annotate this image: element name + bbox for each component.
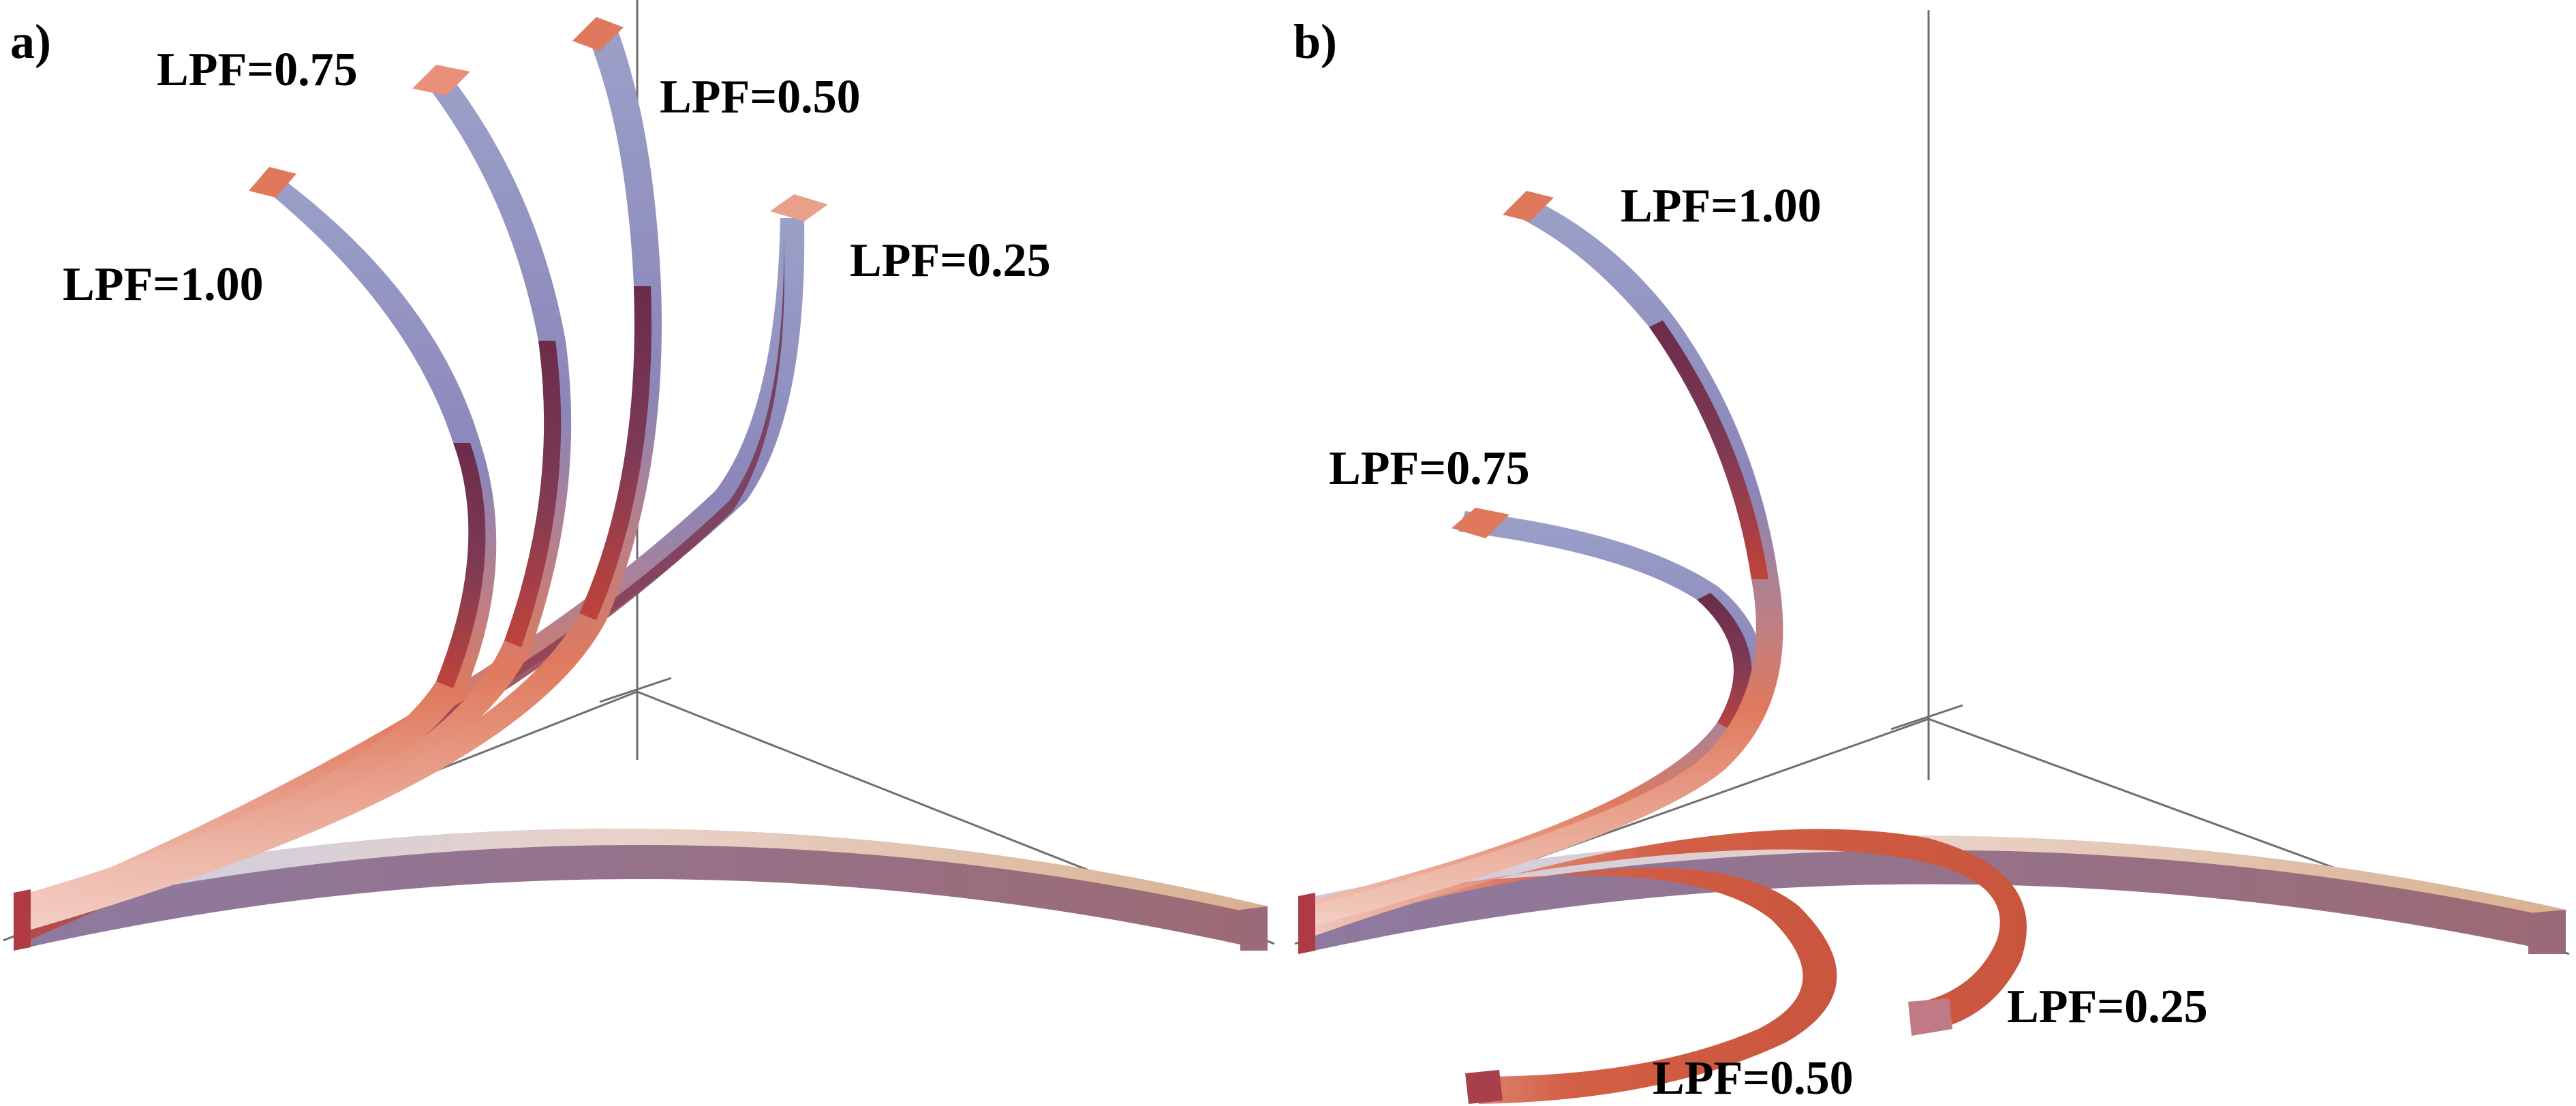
panel-a: a) LPF=0.75 LPF=0.50 LPF=1.00 LPF=0.25 bbox=[3, 0, 1275, 951]
panel-b-label-lpf-050: LPF=0.50 bbox=[1653, 1052, 1854, 1105]
panel-a-rod-lpf-050 bbox=[17, 17, 662, 934]
panel-b-rod-lpf-050 bbox=[1302, 867, 1837, 1104]
panel-a-label: a) bbox=[10, 14, 51, 69]
panel-a-label-lpf-075: LPF=0.75 bbox=[157, 44, 358, 96]
panel-b-axis-cross bbox=[1890, 704, 1963, 731]
panel-b-label: b) bbox=[1293, 14, 1337, 69]
panel-a-label-lpf-025: LPF=0.25 bbox=[850, 234, 1051, 287]
panel-a-rod-lpf-075 bbox=[17, 65, 572, 927]
panel-b-label-lpf-100: LPF=1.00 bbox=[1621, 180, 1822, 232]
panel-a-label-lpf-100: LPF=1.00 bbox=[63, 258, 264, 311]
panel-a-rod-lpf-100 bbox=[17, 167, 497, 917]
panel-a-axis-cross bbox=[599, 677, 672, 703]
panel-b-rod-lpf-025 bbox=[1302, 829, 2027, 1036]
panel-a-base-rod bbox=[14, 829, 1268, 951]
panel-a-rod-lpf-025 bbox=[20, 194, 828, 944]
panel-b: b) LPF=1.00 LPF=0.75 LPF=0.25 LPF=0.50 bbox=[1293, 10, 2570, 1105]
panel-b-rod-lpf-100 bbox=[1298, 191, 1783, 930]
panel-b-label-lpf-025: LPF=0.25 bbox=[2007, 981, 2208, 1033]
panel-b-label-lpf-075: LPF=0.75 bbox=[1329, 442, 1530, 495]
panel-b-end-cap bbox=[1298, 893, 1315, 954]
panel-a-end-cap bbox=[14, 889, 31, 951]
panel-a-label-lpf-050: LPF=0.50 bbox=[660, 71, 861, 123]
